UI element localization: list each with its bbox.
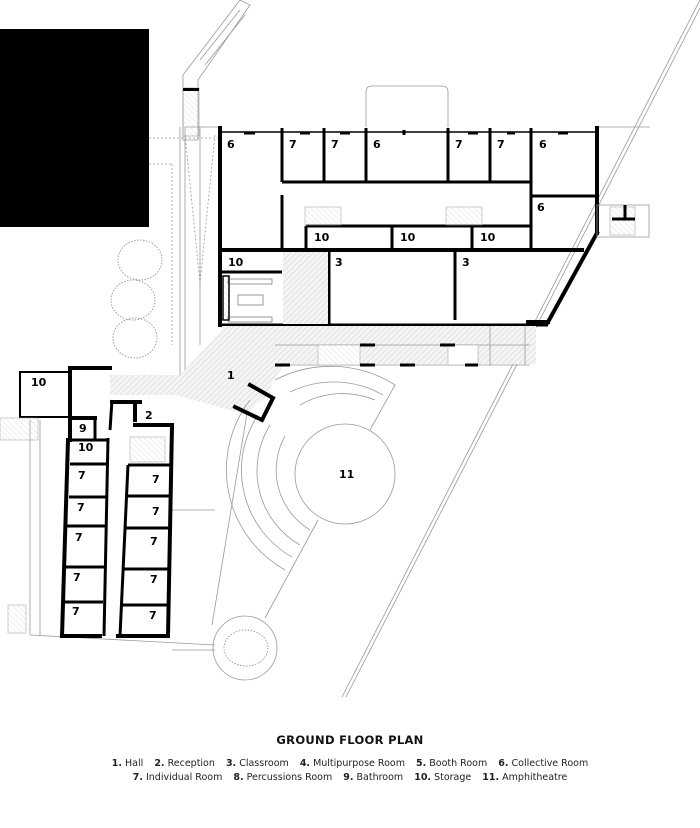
room-label: 7 [72, 605, 80, 618]
room-label: 3 [335, 256, 343, 269]
room-label: 7 [455, 138, 463, 151]
room-label: 7 [152, 473, 160, 486]
room-label: 10 [480, 231, 496, 244]
room-label: 7 [152, 505, 160, 518]
room-label: 10 [78, 441, 94, 454]
room-label: 7 [75, 531, 83, 544]
legend-item-multipurpose-room: 4. Multipurpose Room [299, 758, 405, 769]
storage-shelving [220, 270, 282, 323]
legend-item-storage: 10. Storage [414, 772, 472, 783]
legend-item-classroom: 3. Classroom [225, 758, 289, 769]
legend-item-bathroom: 9. Bathroom [343, 772, 404, 783]
neighbour-building-block [0, 29, 149, 227]
legend-row-1: 1. Hall 2. Reception 3. Classroom 4. Mul… [0, 757, 700, 771]
room-label: 7 [289, 138, 297, 151]
south-wing-walls [19, 366, 175, 639]
room-label: 7 [150, 573, 158, 586]
room-label: 10 [314, 231, 330, 244]
legend-item-percussions-room: 8. Percussions Room [233, 772, 333, 783]
room-label: 11 [339, 468, 354, 481]
legend-item-individual-room: 7. Individual Room [132, 772, 223, 783]
room-label: 10 [228, 256, 244, 269]
room-label: 10 [400, 231, 416, 244]
corridor-stairs [304, 206, 483, 226]
legend-item-booth-room: 5. Booth Room [416, 758, 488, 769]
room-label: 7 [77, 501, 85, 514]
room-label: 6 [227, 138, 235, 151]
north-wing-walls [218, 126, 600, 327]
room-label: 9 [79, 422, 87, 435]
site-lines [29, 0, 700, 698]
room-label: 2 [145, 409, 153, 422]
trees [110, 239, 278, 681]
south-corridor-band [275, 326, 530, 367]
north-entrance-stair [182, 0, 251, 141]
room-label: 10 [31, 376, 47, 389]
room-label: 7 [149, 609, 157, 622]
room-label: 6 [373, 138, 381, 151]
room-labels: 6 7 7 6 7 7 6 6 10 10 10 10 3 3 1 10 2 9 10 7 7 7 7 7 7 7 7 7 7 11 [31, 138, 547, 622]
legend-item-reception: 2. Reception [154, 758, 215, 769]
room-label: 7 [73, 571, 81, 584]
amphitheatre [226, 365, 396, 619]
room-label: 3 [462, 256, 470, 269]
floor-plan-drawing: 6 7 7 6 7 7 6 6 10 10 10 10 3 3 1 10 2 9 10 7 7 7 7 7 7 7 7 7 7 11 [0, 0, 700, 698]
west-stairs [0, 417, 39, 634]
room-label: 7 [150, 535, 158, 548]
legend-item-collective-room: 6. Collective Room [498, 758, 589, 769]
east-stair [596, 204, 650, 238]
north-courtyard-outline [365, 85, 449, 127]
room-label: 1 [227, 369, 235, 382]
room-label: 7 [78, 469, 86, 482]
hall-paving [110, 252, 536, 415]
legend-item-hall: 1. Hall [111, 758, 144, 769]
room-label: 6 [537, 201, 545, 214]
legend-item-amphitheatre: 11. Amphitheatre [482, 772, 568, 783]
plan-legend: 1. Hall 2. Reception 3. Classroom 4. Mul… [0, 757, 700, 785]
plan-title: GROUND FLOOR PLAN [276, 733, 424, 747]
room-label: 7 [331, 138, 339, 151]
legend-row-2: 7. Individual Room 8. Percussions Room 9… [0, 771, 700, 785]
room-label: 6 [539, 138, 547, 151]
room-label: 7 [497, 138, 505, 151]
